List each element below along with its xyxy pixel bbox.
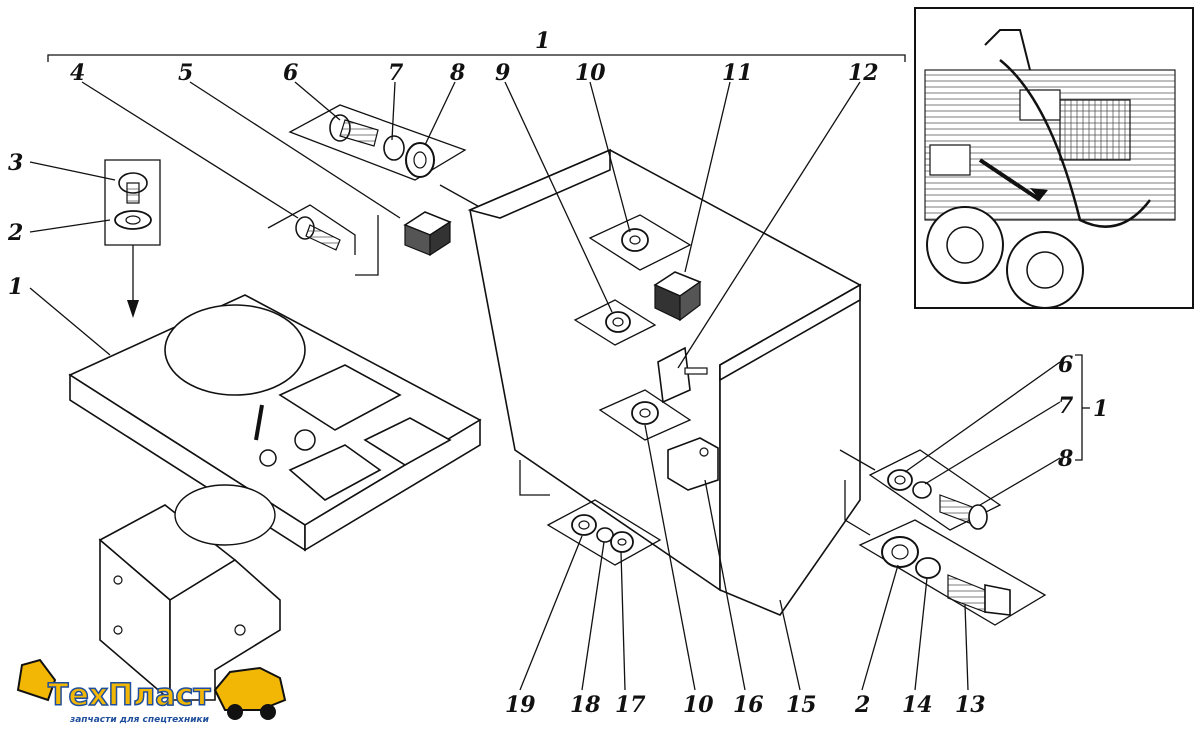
callout-8-right: 8 [1057, 446, 1073, 472]
callout-1-top: 1 [535, 28, 550, 54]
callout-18: 18 [570, 692, 601, 718]
mounting-bracket [98, 484, 281, 702]
callout-10-bottom: 10 [683, 692, 714, 718]
nut-9 [573, 299, 657, 346]
relay-11 [653, 271, 702, 322]
callout-6-top: 6 [283, 60, 298, 86]
screw-group-top [288, 104, 486, 211]
callout-11: 11 [722, 60, 753, 86]
callout-19: 19 [505, 692, 536, 718]
callout-2-left: 2 [7, 220, 23, 246]
callout-6-right: 6 [1058, 352, 1073, 378]
callout-3: 3 [8, 150, 23, 176]
callout-2-bottom: 2 [854, 692, 870, 718]
logo-brand-text: ТехПласт [48, 678, 211, 713]
bracket-16 [667, 437, 719, 491]
inset-machine-view [914, 7, 1194, 309]
nut-10-lower [598, 389, 692, 441]
assembly-bracket-top [47, 54, 906, 62]
nut-10-upper [588, 214, 692, 271]
leader-lines [29, 81, 1061, 691]
bolt-group-right [844, 480, 1047, 626]
callout-8-top: 8 [449, 60, 465, 86]
loader-icon [213, 666, 287, 711]
callout-9: 9 [495, 60, 510, 86]
brand-logo: ТехПласт запчасти для спецтехники [16, 658, 287, 725]
callout-17: 17 [615, 692, 646, 718]
callout-13: 13 [955, 692, 986, 718]
excavator-arm-icon [16, 658, 57, 702]
callout-4: 4 [70, 60, 85, 86]
callout-10-top: 10 [575, 60, 606, 86]
callout-7-right: 7 [1058, 393, 1074, 419]
cube-5 [355, 211, 452, 276]
callout-16: 16 [733, 692, 764, 718]
callout-1-right: 1 [1093, 396, 1108, 422]
callout-7-top: 7 [388, 60, 404, 86]
callout-12: 12 [848, 60, 879, 86]
logo-tagline: запчасти для спецтехники [69, 715, 210, 725]
screw-group-right [839, 449, 1002, 531]
screw-washer-set-left [104, 159, 161, 318]
callout-5: 5 [178, 60, 193, 86]
fastener-group-bottom-left [519, 460, 662, 566]
callout-labels: 1 3 2 1 4 5 6 7 8 9 10 11 12 6 7 1 8 19 … [7, 28, 1108, 718]
assembly-bracket-right [1075, 354, 1090, 461]
callout-1-left: 1 [8, 274, 23, 300]
callout-14: 14 [902, 692, 933, 718]
callout-15: 15 [786, 692, 817, 718]
screw-4 [267, 204, 356, 255]
